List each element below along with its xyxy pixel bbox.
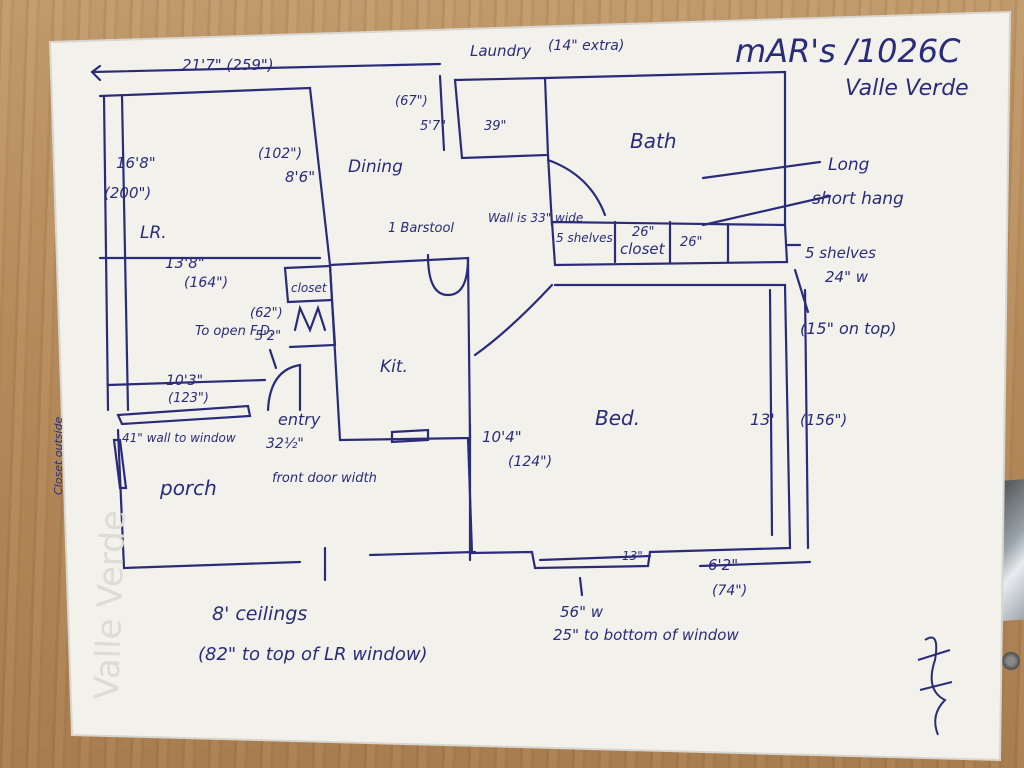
dim-lr-width-in: (164")	[184, 275, 228, 291]
porch-walls	[116, 428, 477, 582]
lr-inner-wall	[120, 94, 130, 412]
dim-laundry-extra: (14" extra)	[548, 38, 624, 54]
dim-dining-ft: 8'6"	[285, 168, 315, 186]
bed-right-walls	[768, 288, 810, 550]
dim-laundry-height-in: (67")	[395, 94, 428, 109]
dim-lr-width-ft: 13'8"	[165, 254, 205, 272]
entry-closet	[283, 264, 337, 349]
paper-sheet	[50, 12, 1010, 760]
dim-bed-height-in: (156")	[800, 411, 847, 429]
overall-width-line	[90, 62, 442, 74]
room-bath: Bath	[630, 129, 677, 153]
bath-walls	[543, 70, 787, 227]
dim-kit-bed-ft: 10'4"	[482, 428, 522, 446]
page-title: mAR's /1026C	[735, 32, 961, 70]
room-laundry: Laundry	[470, 42, 532, 60]
dim-door-in: (62")	[250, 306, 283, 321]
room-kitchen: Kit.	[380, 357, 408, 377]
note-shelves-right: 5 shelves	[805, 244, 876, 262]
lr-walls	[98, 86, 332, 412]
dim-laundry-width: 39"	[484, 119, 507, 134]
overall-width-arrow	[90, 64, 102, 82]
dim-lr-depth-ft: 16'8"	[116, 154, 156, 172]
bed-walls	[466, 283, 792, 570]
closet-door-zigzag	[293, 304, 327, 333]
dim-dining-in: (102")	[258, 146, 302, 162]
page-subtitle: Valle Verde	[845, 76, 969, 101]
dim-porch-wall-in: (123")	[168, 391, 209, 406]
dim-to-open-fd: To open F.D.	[195, 324, 274, 339]
long-arrow	[701, 160, 822, 180]
dim-wall-window: 41" wall to window	[122, 431, 236, 445]
bed-door-arc	[473, 283, 554, 357]
on-top-arrow	[793, 268, 810, 314]
kitchen-counter	[390, 428, 430, 444]
note-wall-width: Wall is 33" wide	[488, 211, 583, 225]
outside-closet	[112, 438, 128, 490]
dim-door-ft: 5'2"	[255, 329, 281, 344]
dim-window-width: 56" w	[560, 603, 604, 621]
note-long: Long	[828, 155, 870, 175]
screw-head	[1002, 652, 1020, 670]
room-living-room: LR.	[140, 223, 167, 243]
short-hang-arrow	[701, 194, 832, 227]
floor-plan-walls	[90, 62, 832, 597]
laundry-dimension	[438, 74, 446, 152]
room-closet-main: closet	[620, 240, 666, 258]
dim-laundry-height: 5'7"	[420, 119, 446, 134]
signature-scribble	[917, 636, 953, 736]
note-shelf-26-b: 26"	[680, 235, 703, 250]
dim-bed-window-in: (74")	[712, 583, 747, 599]
dim-bed-height-ft: 13'	[750, 410, 775, 429]
dim-ceilings: 8' ceilings	[212, 603, 307, 625]
room-bed: Bed.	[595, 406, 640, 430]
dim-bed-small: 13"	[622, 549, 643, 563]
porch-window	[116, 404, 252, 426]
note-shelves-right-w: 24" w	[825, 268, 869, 286]
room-closet-outside: Closet outside	[52, 416, 65, 495]
barstool-outline	[426, 253, 470, 297]
note-on-top: (15" on top)	[800, 319, 897, 338]
dim-window-bottom: 25" to bottom of window	[553, 626, 739, 644]
window-arrow	[578, 576, 584, 597]
dim-entry-width: 32½"	[266, 436, 304, 452]
room-closet-small: closet	[291, 281, 328, 295]
print-bleed-text: Valle Verde	[87, 510, 134, 701]
dim-overall-width: 21'7" (259")	[182, 56, 274, 74]
note-five-shelves: 5 shelves	[556, 231, 613, 245]
to-open-arrow	[268, 348, 278, 370]
room-entry: entry	[278, 410, 321, 429]
bath-door-arc	[546, 158, 607, 217]
room-dining: Dining	[348, 157, 403, 177]
entry-door-arc	[266, 363, 302, 412]
closet-dividers	[613, 220, 730, 264]
note-shelf-26-a: 26"	[632, 225, 655, 240]
dim-kit-bed-in: (124")	[508, 454, 552, 470]
room-porch: porch	[159, 476, 217, 500]
paper-edge	[48, 10, 1012, 762]
porch-wall-line	[106, 378, 267, 387]
bed-window-lines	[538, 554, 812, 568]
note-short-hang: short hang	[812, 189, 904, 209]
dim-porch-wall-ft: 10'3"	[166, 373, 203, 389]
dim-lr-depth-in: (200")	[104, 184, 151, 202]
dim-lr-window-top: (82" to top of LR window)	[198, 644, 428, 665]
note-barstool: 1 Barstool	[388, 221, 454, 236]
dim-bed-window-ft: 6'2"	[708, 556, 738, 574]
dim-front-door-width: front door width	[272, 471, 377, 486]
